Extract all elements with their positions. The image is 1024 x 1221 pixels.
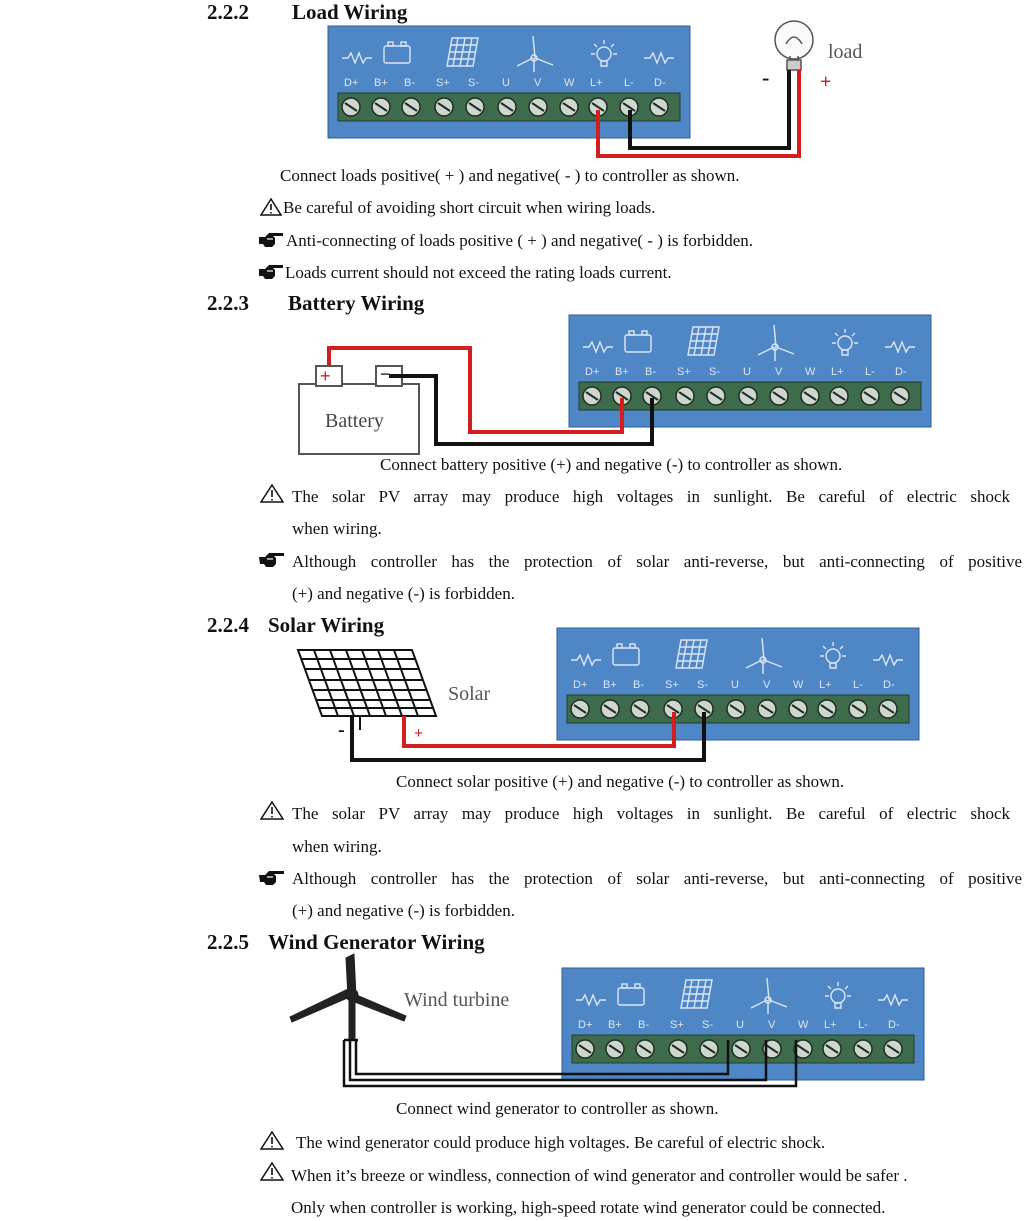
warning-triangle-icon (260, 800, 284, 820)
solar-plus-sign: + (414, 725, 424, 742)
wind-turbine-icon (289, 953, 407, 1041)
battery-warning-line1: The solar PV array may produce high volt… (292, 487, 1010, 506)
warning-triangle-icon (260, 483, 284, 503)
battery-caption: Connect battery positive (+) and negativ… (380, 455, 843, 474)
battery-icon (298, 383, 420, 455)
solar-minus-sign: - (338, 719, 345, 741)
solar-note-line1: Although controller has the protection o… (292, 869, 1022, 888)
battery-note-line2: (+) and negative (-) is forbidden. (292, 584, 515, 603)
section-heading-solar-wiring: 2.2.4 Solar Wiring (207, 613, 384, 638)
battery-minus-sign: − (380, 364, 391, 384)
section-title: Solar Wiring (268, 613, 385, 637)
section-heading-load-wiring: 2.2.2 Load Wiring (207, 0, 407, 25)
battery-warning-line2: when wiring. (292, 519, 382, 538)
solar-caption: Connect solar positive (+) and negative … (396, 772, 845, 791)
section-heading-wind-wiring: 2.2.5 Wind Generator Wiring (207, 930, 485, 955)
pointing-hand-icon (259, 871, 284, 885)
section-title: Battery Wiring (288, 291, 425, 315)
controller-panel-solar (556, 627, 920, 741)
wind-warning-1: The wind generator could produce high vo… (296, 1133, 826, 1152)
wind-caption: Connect wind generator to controller as … (396, 1099, 719, 1118)
section-number: 2.2.2 (207, 0, 249, 24)
pointing-hand-icon (259, 553, 284, 567)
solar-panel-icon (296, 649, 438, 730)
load-plus-sign: + (820, 71, 832, 93)
warning-triangle-icon (260, 1130, 284, 1150)
battery-note-line1: Although controller has the protection o… (292, 552, 1022, 571)
load-label: load (828, 41, 863, 63)
section-title: Wind Generator Wiring (268, 930, 485, 954)
pointing-hand-icon (259, 265, 283, 279)
load-note-anti-connect: Anti-connecting of loads positive ( + ) … (286, 231, 754, 250)
section-number: 2.2.5 (207, 930, 249, 954)
section-title: Load Wiring (292, 0, 408, 24)
warning-triangle-icon (260, 1161, 284, 1181)
pointing-hand-icon (259, 233, 283, 247)
wind-warning-2-line1: When it’s breeze or windless, connection… (291, 1166, 908, 1185)
light-bulb-icon (774, 20, 814, 71)
battery-plus-sign: + (320, 366, 331, 386)
wind-turbine-label: Wind turbine (404, 989, 510, 1011)
load-note-current: Loads current should not exceed the rati… (285, 263, 672, 282)
load-note-short-circuit: Be careful of avoiding short circuit whe… (283, 198, 656, 217)
load-minus-sign: - (762, 65, 770, 90)
warning-triangle-icon (260, 197, 282, 216)
solar-label: Solar (448, 683, 491, 705)
section-heading-battery-wiring: 2.2.3 Battery Wiring (207, 291, 424, 316)
controller-panel-wind (561, 967, 925, 1081)
section-number: 2.2.3 (207, 291, 249, 315)
solar-note-line2: (+) and negative (-) is forbidden. (292, 901, 515, 920)
battery-label: Battery (325, 410, 384, 432)
load-caption: Connect loads positive( + ) and negative… (280, 166, 740, 185)
section-number: 2.2.4 (207, 613, 249, 637)
solar-warning-line1: The solar PV array may produce high volt… (292, 804, 1010, 823)
controller-panel-load (327, 25, 691, 139)
wind-warning-2-line2: Only when controller is working, high-sp… (291, 1198, 886, 1217)
solar-warning-line2: when wiring. (292, 837, 382, 856)
